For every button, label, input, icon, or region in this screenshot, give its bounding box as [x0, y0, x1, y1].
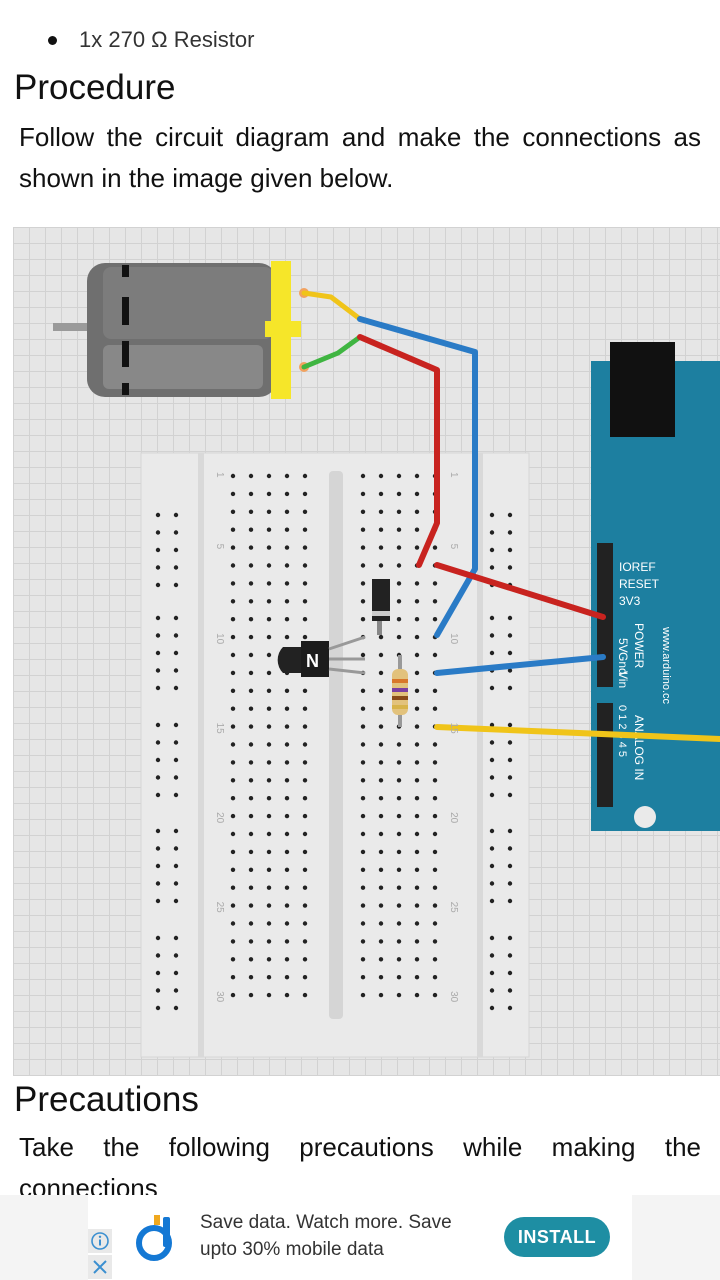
pin-label-ioref: IOREF	[619, 560, 656, 574]
row-number-label: 15	[214, 723, 225, 735]
wires	[301, 290, 720, 742]
row-number-label: 10	[214, 633, 225, 645]
ad-text[interactable]: Save data. Watch more. Save upto 30% mob…	[200, 1209, 480, 1263]
analog-numbers: 0 1 2 3 4 5	[616, 705, 628, 757]
row-number-label: 1	[214, 472, 225, 478]
pin-label-5v: 5V	[616, 638, 630, 653]
pin-label-vin: Vin	[616, 671, 630, 688]
pin-label-gnd: Gnd	[616, 652, 630, 675]
ad-card[interactable]: Save data. Watch more. Save upto 30% mob…	[88, 1195, 632, 1280]
row-number-label: 30	[448, 991, 459, 1003]
diode	[372, 579, 390, 635]
pin-label-3v3: 3V3	[619, 594, 641, 608]
resistor	[392, 655, 408, 727]
info-icon[interactable]	[88, 1229, 112, 1253]
precautions-heading: Precautions	[14, 1080, 199, 1119]
motor	[53, 261, 309, 399]
ad-banner[interactable]: Save data. Watch more. Save upto 30% mob…	[0, 1195, 720, 1280]
materials-list-item: 1x 270 Ω Resistor	[48, 24, 254, 56]
row-number-label: 20	[214, 812, 225, 824]
ad-line-1: Save data. Watch more. Save	[200, 1212, 452, 1233]
arduino-board: IOREF RESET 3V3 5V Gnd Vin POWER 0 1 2 3…	[591, 342, 720, 831]
row-number-label: 10	[448, 633, 459, 645]
transistor: N	[277, 635, 366, 677]
materials-item-text: 1x 270 Ω Resistor	[79, 27, 255, 52]
ad-line-2: upto 30% mobile data	[200, 1239, 384, 1260]
procedure-text: Follow the circuit diagram and make the …	[19, 122, 701, 193]
precautions-text: Take the following precautions while mak…	[19, 1132, 701, 1195]
row-number-label: 30	[214, 991, 225, 1003]
procedure-heading: Procedure	[14, 68, 176, 107]
app-logo-icon[interactable]	[136, 1213, 176, 1261]
close-icon[interactable]	[88, 1255, 112, 1279]
install-button[interactable]: INSTALL	[504, 1217, 610, 1257]
row-number-label: 20	[448, 812, 459, 824]
transistor-label: N	[306, 651, 319, 671]
circuit-diagram-image: IOREF RESET 3V3 5V Gnd Vin POWER 0 1 2 3…	[13, 227, 720, 1076]
row-number-label: 15	[448, 723, 459, 735]
power-label: POWER	[632, 623, 646, 669]
analog-label: ANALOG IN	[632, 715, 646, 780]
row-number-label: 5	[448, 544, 459, 550]
row-number-label: 25	[214, 902, 225, 914]
row-number-label: 1	[448, 472, 459, 478]
bullet-icon	[48, 35, 57, 45]
arduino-url: www.arduino.cc	[660, 626, 672, 705]
pin-label-reset: RESET	[619, 577, 660, 591]
row-number-label: 25	[448, 902, 459, 914]
row-number-label: 5	[214, 544, 225, 550]
